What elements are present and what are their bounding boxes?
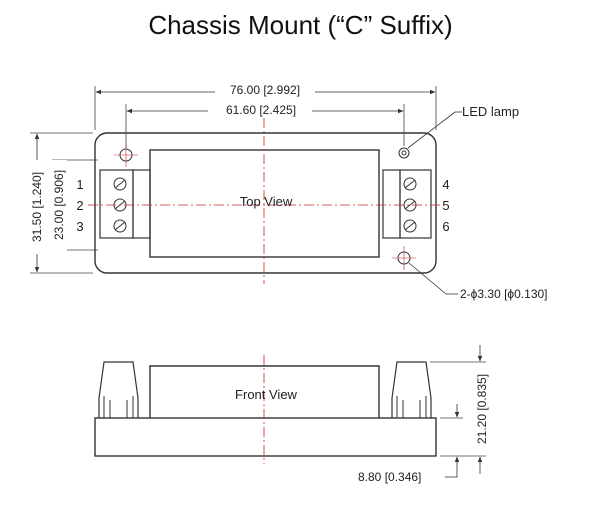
pin-2: 2 (76, 198, 83, 213)
led-lamp (398, 147, 410, 159)
front-view-housing (149, 365, 380, 418)
svg-text:76.00 [2.992]: 76.00 [2.992] (230, 83, 300, 97)
left-terminal-block (99, 169, 151, 239)
pin-4: 4 (442, 177, 449, 192)
diagram-title: Chassis Mount (“C” Suffix) (148, 10, 453, 40)
mount-hole-callout: 2-ϕ3.30 [ϕ0.130] (408, 262, 548, 301)
dimension-inner-height: 23.00 [0.906] (51, 159, 98, 254)
svg-text:21.20 [0.835]: 21.20 [0.835] (475, 374, 489, 444)
dimension-total-width: 76.00 [2.992] (94, 83, 437, 130)
pin-3: 3 (76, 219, 83, 234)
dimension-total-height: 31.50 [1.240] (29, 132, 93, 274)
dimension-front-base: 8.80 [0.346] (358, 404, 463, 484)
top-view-body (94, 132, 437, 274)
top-view: Top View 1 2 3 4 5 6 76.00 [2.992] 61.60… (29, 83, 548, 301)
dimension-hole-spacing: 61.60 [2.425] (125, 103, 405, 148)
led-lamp-callout: LED lamp (407, 104, 519, 149)
right-terminal-block (382, 169, 432, 239)
right-screw-6 (403, 219, 417, 233)
left-screw-3 (113, 219, 127, 233)
svg-text:61.60 [2.425]: 61.60 [2.425] (226, 103, 296, 117)
svg-text:23.00 [0.906]: 23.00 [0.906] (52, 170, 66, 240)
pin-1: 1 (76, 177, 83, 192)
pin-5: 5 (442, 198, 449, 213)
svg-text:2-ϕ3.30 [ϕ0.130]: 2-ϕ3.30 [ϕ0.130] (460, 287, 548, 301)
front-view-label: Front View (235, 387, 298, 402)
pin-6: 6 (442, 219, 449, 234)
front-left-terminal (98, 361, 139, 418)
front-view-base (94, 417, 437, 457)
left-screw-1 (113, 177, 127, 191)
dimension-front-height: 21.20 [0.835] (430, 345, 489, 474)
svg-text:LED lamp: LED lamp (462, 104, 519, 119)
front-right-terminal (391, 361, 432, 418)
top-view-label: Top View (240, 194, 293, 209)
svg-text:8.80 [0.346]: 8.80 [0.346] (358, 470, 421, 484)
front-view: Front View 21.20 [0.835] 8.80 [0.346] (94, 345, 489, 484)
right-screw-4 (403, 177, 417, 191)
svg-text:31.50 [1.240]: 31.50 [1.240] (30, 172, 44, 242)
